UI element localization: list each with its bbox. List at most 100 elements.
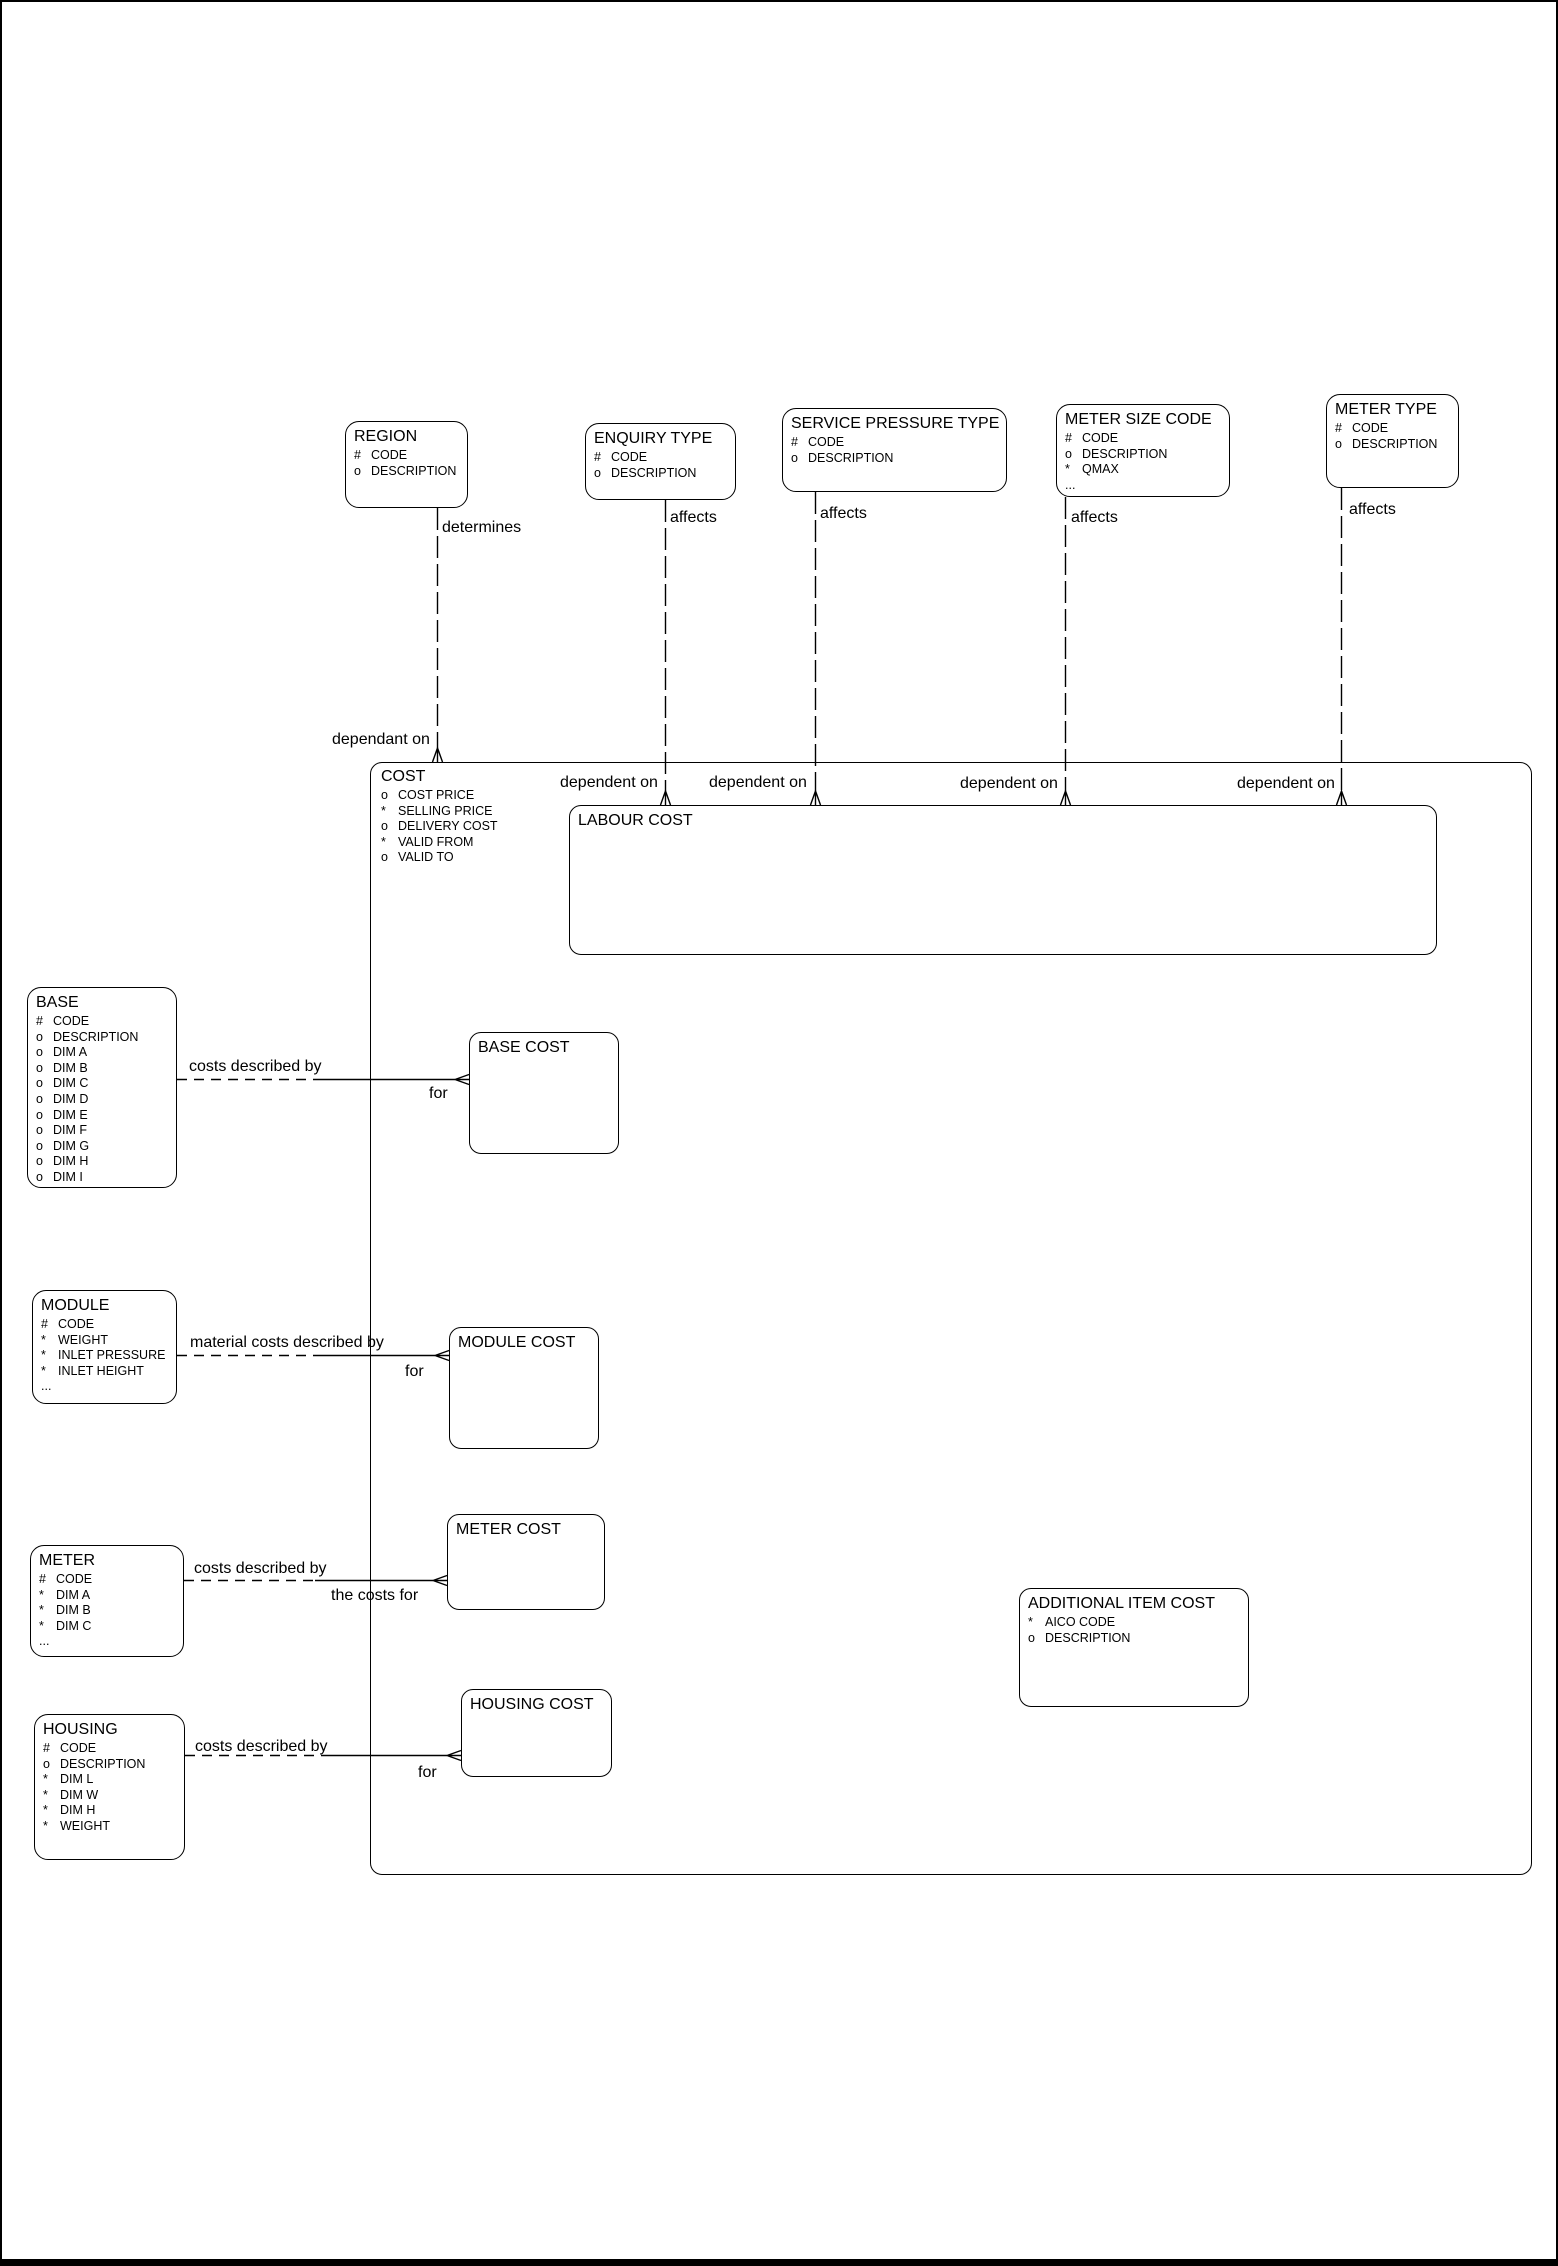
attribute-optionality-tag: o bbox=[36, 1060, 43, 1075]
attribute-row: * DIM A bbox=[39, 1588, 175, 1604]
attribute-optionality-tag: o bbox=[36, 1045, 43, 1060]
entity-title: COST bbox=[381, 768, 426, 785]
attribute-optionality-tag: # bbox=[36, 1014, 43, 1028]
entity-title: METER COST bbox=[456, 1521, 561, 1538]
attribute-name: DESCRIPTION bbox=[1045, 1630, 1131, 1645]
rel-meter-meter-cost[interactable] bbox=[184, 1574, 448, 1587]
attribute-name: DIM B bbox=[56, 1603, 91, 1618]
attribute-name: AICO CODE bbox=[1045, 1615, 1116, 1629]
attribute-name: DIM A bbox=[56, 1587, 91, 1602]
attribute-optionality-tag: o bbox=[1335, 436, 1342, 451]
attribute-name: DELIVERY COST bbox=[398, 819, 498, 834]
attribute-row: *QMAX bbox=[1065, 462, 1221, 478]
attribute-optionality-tag: * bbox=[39, 1587, 44, 1602]
entity-labour-cost[interactable]: LABOUR COST bbox=[569, 805, 1437, 955]
rel-module-module-cost[interactable] bbox=[177, 1349, 450, 1362]
attribute-row: *SELLING PRICE bbox=[381, 804, 1521, 820]
crow-foot-icon bbox=[1335, 788, 1348, 806]
attribute-optionality-tag: * bbox=[41, 1348, 46, 1363]
attribute-optionality-tag: o bbox=[381, 788, 388, 802]
rel-region-determines-cost[interactable] bbox=[431, 508, 444, 763]
attribute-optionality-tag: o bbox=[36, 1123, 43, 1138]
attribute-row: o DIM I bbox=[36, 1170, 168, 1186]
rel-meter-size-code-affects-labour-cost[interactable] bbox=[1059, 497, 1072, 806]
attribute-name: DIM E bbox=[53, 1107, 88, 1122]
attribute-row: #CODE bbox=[43, 1741, 176, 1757]
attribute-name: CODE bbox=[58, 1317, 95, 1331]
attribute-optionality-tag: * bbox=[1065, 462, 1070, 477]
entity-title: REGION bbox=[354, 428, 418, 445]
attribute-name: DIM W bbox=[60, 1787, 99, 1802]
entity-module[interactable]: MODULE #CODE*WEIGHT*INLET PRESSURE*INLET… bbox=[32, 1290, 177, 1404]
entity-module-cost[interactable]: MODULE COST bbox=[449, 1327, 599, 1449]
attribute-row: #CODE bbox=[1065, 431, 1221, 447]
entity-title: LABOUR COST bbox=[578, 812, 693, 829]
attribute-optionality-tag: * bbox=[41, 1332, 46, 1347]
rel-service-pressure-type-affects-labour-cost[interactable] bbox=[809, 492, 822, 806]
attribute-optionality-tag: * bbox=[39, 1618, 44, 1633]
attribute-optionality-tag: # bbox=[594, 450, 601, 464]
rel-label-housing-for: for bbox=[418, 1764, 437, 1781]
attribute-name: DESCRIPTION bbox=[53, 1029, 139, 1044]
rel-enquiry-type-affects-labour-cost[interactable] bbox=[659, 500, 672, 806]
entity-title: MODULE COST bbox=[458, 1334, 576, 1351]
rel-housing-housing-cost[interactable] bbox=[185, 1749, 462, 1762]
attribute-optionality-tag: o bbox=[36, 1169, 43, 1184]
rel-label-meter-costs-described-by: costs described by bbox=[194, 1560, 327, 1577]
attribute-name: DIM I bbox=[53, 1169, 83, 1184]
entity-housing-cost[interactable]: HOUSING COST bbox=[461, 1689, 612, 1777]
rel-label-meter-the-costs-for: the costs for bbox=[331, 1587, 419, 1604]
attribute-row: ... bbox=[41, 1379, 168, 1395]
attribute-optionality-tag: o bbox=[43, 1756, 50, 1771]
attribute-optionality-tag: ... bbox=[39, 1634, 50, 1649]
crow-foot-icon bbox=[659, 788, 672, 806]
attribute-optionality-tag: o bbox=[594, 465, 601, 480]
crow-foot-icon bbox=[432, 1574, 448, 1587]
attribute-optionality-tag: * bbox=[381, 803, 386, 818]
entity-title: HOUSING COST bbox=[470, 1696, 594, 1713]
entity-meter[interactable]: METER #CODE*DIM A*DIM B*DIM C... bbox=[30, 1545, 184, 1657]
entity-meter-cost[interactable]: METER COST bbox=[447, 1514, 605, 1610]
entity-base-cost[interactable]: BASE COST bbox=[469, 1032, 619, 1154]
rel-label-affects-meter-type: affects bbox=[1349, 501, 1396, 518]
rel-label-base-for: for bbox=[429, 1085, 448, 1102]
attribute-optionality-tag: # bbox=[1065, 431, 1072, 445]
crow-foot-icon bbox=[431, 745, 444, 763]
rel-label-determines: determines bbox=[442, 519, 522, 536]
attribute-row: #CODE bbox=[1335, 421, 1450, 437]
attribute-row: *DIM W bbox=[43, 1788, 176, 1804]
attribute-name: CODE bbox=[808, 435, 845, 449]
rel-label-dependent-on-1: dependent on bbox=[560, 774, 658, 791]
attribute-row: ... bbox=[39, 1634, 175, 1650]
attribute-row: *DIM H bbox=[43, 1803, 176, 1819]
rel-base-base-cost[interactable] bbox=[177, 1073, 470, 1086]
attribute-optionality-tag: # bbox=[791, 435, 798, 449]
attribute-row: ... bbox=[1065, 478, 1221, 494]
attribute-name: CODE bbox=[56, 1572, 93, 1586]
attribute-row: #CODE bbox=[354, 448, 459, 464]
rel-meter-type-affects-labour-cost[interactable] bbox=[1335, 488, 1348, 806]
crow-foot-icon bbox=[434, 1349, 450, 1362]
rel-label-affects-meter-size: affects bbox=[1071, 509, 1118, 526]
attribute-row: *INLET HEIGHT bbox=[41, 1364, 168, 1380]
